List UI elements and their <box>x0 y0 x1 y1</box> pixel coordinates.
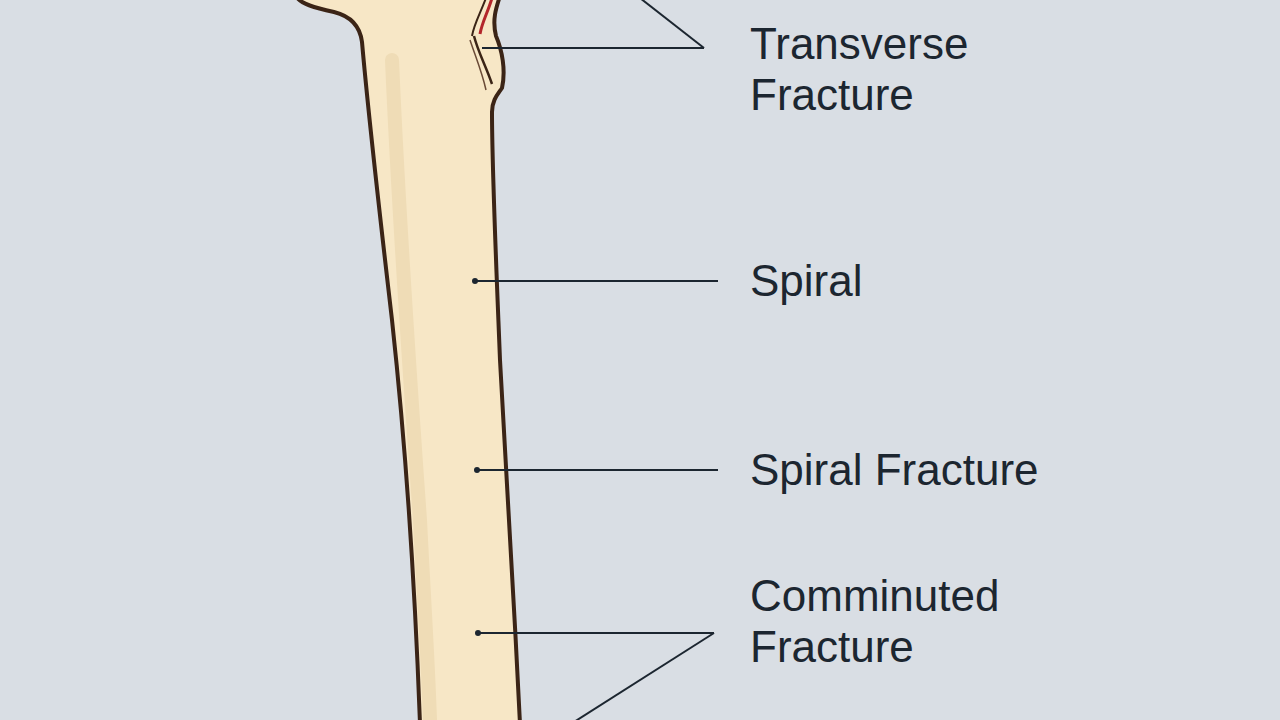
fracture-mark <box>480 0 492 34</box>
fracture-mark <box>472 0 486 36</box>
leader-dots <box>472 278 481 636</box>
bone-shading <box>392 60 430 720</box>
fracture-label: Spiral Fracture <box>750 445 1230 496</box>
fracture-label: Spiral <box>750 256 1170 307</box>
bone-shaft <box>296 0 520 720</box>
leader-lines <box>475 0 718 720</box>
fracture-label: Comminuted Fracture <box>750 571 1070 672</box>
fracture-label: Transverse Fracture <box>750 19 1050 120</box>
